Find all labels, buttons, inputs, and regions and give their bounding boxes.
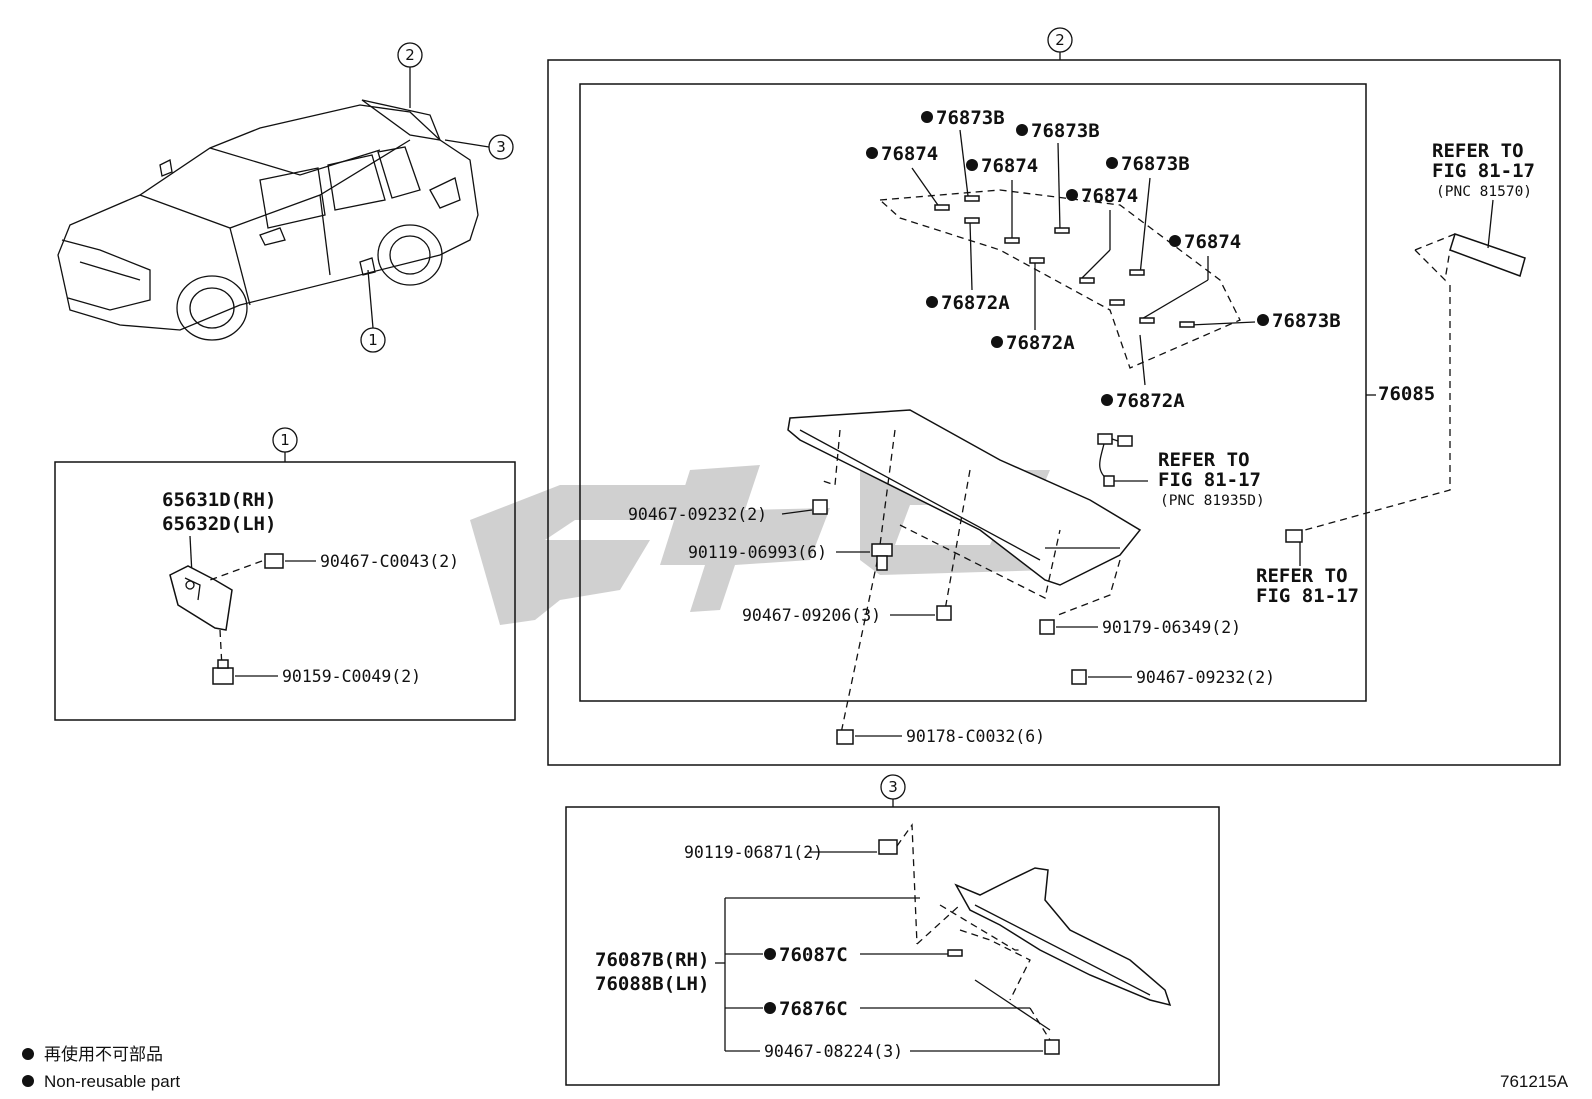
svg-text:2: 2 <box>405 46 415 64</box>
detail-box-1: 1 65631D(RH) 65632D(LH) 90467-C0043(2) 9… <box>54 427 516 721</box>
seal-76876c: 76876C <box>779 998 848 1020</box>
screw-90119-06871: 90119-06871(2) <box>684 823 961 945</box>
fastener-90467-09232-b: 90467-09232(2) <box>1071 668 1275 687</box>
seal-76873b-4: 76873B <box>1272 310 1341 332</box>
legend-en: Non-reusable part <box>44 1072 180 1091</box>
rear-garnish-part <box>954 867 1172 1007</box>
callout-3-overview: 3 <box>444 134 514 160</box>
clip-90467-08224: 90467-08224(3) <box>725 1007 1060 1061</box>
callout-1-overview: 1 <box>360 269 386 353</box>
vehicle-overview <box>57 99 479 341</box>
label-76088b: 76088B(LH) <box>595 973 709 995</box>
svg-text:REFER TO: REFER TO <box>1432 140 1524 162</box>
seal-labels: 76873B 76873B 76874 76874 76873B 76874 7… <box>866 107 1341 412</box>
clip-90467-c0043: 90467-C0043(2) <box>209 552 459 581</box>
seal-76874-4: 76874 <box>1184 231 1241 253</box>
svg-text:1: 1 <box>280 431 290 449</box>
label-65631d: 65631D(RH) <box>162 489 276 511</box>
stop-lamp-bracket: REFER TO FIG 81-17 (PNC 81570) <box>1304 140 1535 531</box>
svg-text:90178-C0032(6): 90178-C0032(6) <box>906 727 1045 746</box>
seal-76874-3: 76874 <box>1081 185 1138 207</box>
seal-76872a-3: 76872A <box>1116 390 1185 412</box>
svg-text:90467-09232(2): 90467-09232(2) <box>628 505 767 524</box>
svg-text:FIG 81-17: FIG 81-17 <box>1256 585 1359 607</box>
svg-text:90467-09232(2): 90467-09232(2) <box>1136 668 1275 687</box>
rear-spoiler-76085 <box>787 409 1142 586</box>
seal-76872a-2: 76872A <box>1006 332 1075 354</box>
svg-text:90467-09206(3): 90467-09206(3) <box>742 606 881 625</box>
label-76085: 76085 <box>1378 383 1435 405</box>
seal-sheet-outline <box>878 189 1241 369</box>
fastener-90119-06993: 90119-06993(6) <box>688 543 893 571</box>
svg-text:3: 3 <box>496 138 506 156</box>
mudguard-bracket-part <box>169 565 233 631</box>
svg-text:REFER TO: REFER TO <box>1158 449 1250 471</box>
seal-76874-2: 76874 <box>981 155 1038 177</box>
bolt-90159-c0049: 90159-C0049(2) <box>212 629 421 686</box>
diagram-id: 761215A <box>1500 1072 1569 1091</box>
svg-text:90159-C0049(2): 90159-C0049(2) <box>282 667 421 686</box>
svg-text:2: 2 <box>1055 31 1065 49</box>
callout-2-overview: 2 <box>397 42 423 108</box>
svg-text:FIG 81-17: FIG 81-17 <box>1432 160 1535 182</box>
detail-box-3: 3 90119-06871(2) 76087B(RH) 76088B(LH) 7… <box>565 774 1220 1086</box>
fastener-90179-06349: 90179-06349(2) <box>1039 618 1241 637</box>
svg-text:FIG 81-17: FIG 81-17 <box>1158 469 1261 491</box>
svg-text:(PNC 81935D): (PNC 81935D) <box>1160 493 1265 509</box>
seal-pieces <box>934 195 1195 328</box>
svg-text:1: 1 <box>368 331 378 349</box>
label-76087b: 76087B(RH) <box>595 949 709 971</box>
fastener-90467-09206: 90467-09206(3) <box>742 605 952 625</box>
svg-text:3: 3 <box>888 778 898 796</box>
legend: 再使用不可部品 Non-reusable part <box>22 1044 180 1091</box>
svg-text:90119-06871(2): 90119-06871(2) <box>684 843 823 862</box>
detail-box-2: 2 76873B 76873B 76874 76874 76873B 76874 <box>547 27 1561 766</box>
label-65632d: 65632D(LH) <box>162 513 276 535</box>
seal-76873b-2: 76873B <box>1031 120 1100 142</box>
svg-text:(PNC 81570): (PNC 81570) <box>1436 184 1532 200</box>
svg-text:90179-06349(2): 90179-06349(2) <box>1102 618 1241 637</box>
svg-text:90467-C0043(2): 90467-C0043(2) <box>320 552 459 571</box>
legend-jp: 再使用不可部品 <box>44 1044 163 1064</box>
seal-76872a-1: 76872A <box>941 292 1010 314</box>
fastener-90467-09232-a: 90467-09232(2) <box>628 499 828 524</box>
seal-76087c: 76087C <box>779 944 848 966</box>
svg-text:90119-06993(6): 90119-06993(6) <box>688 543 827 562</box>
fastener-90178-c0032: 90178-C0032(6) <box>836 727 1045 746</box>
svg-text:90467-08224(3): 90467-08224(3) <box>764 1042 903 1061</box>
screw-refer: REFER TO FIG 81-17 <box>1256 529 1359 607</box>
seal-76873b-3: 76873B <box>1121 153 1190 175</box>
svg-text:REFER TO: REFER TO <box>1256 565 1348 587</box>
seal-76873b-1: 76873B <box>936 107 1005 129</box>
wire-harness: REFER TO FIG 81-17 (PNC 81935D) <box>1097 433 1265 509</box>
seal-76874-1: 76874 <box>881 143 938 165</box>
